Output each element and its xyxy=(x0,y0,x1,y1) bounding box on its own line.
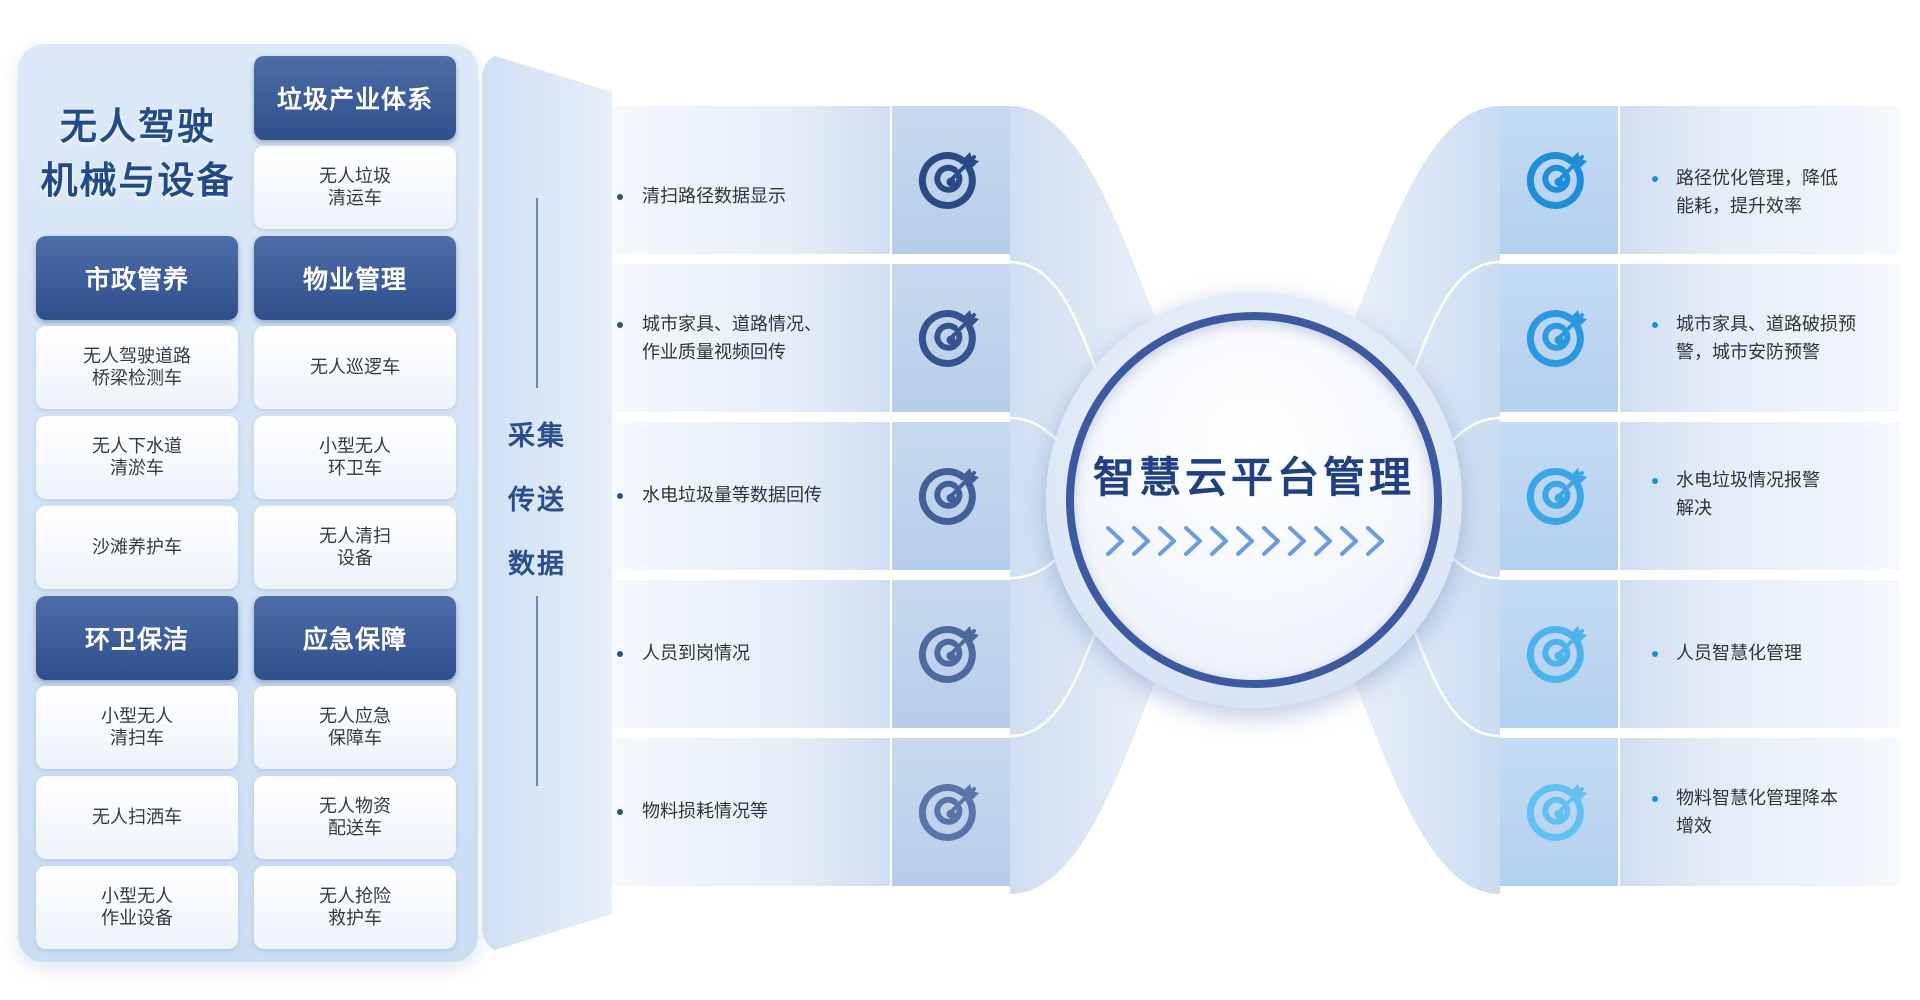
target-icon xyxy=(918,468,979,525)
right-item-text: 物料智慧化管理降本 增效 xyxy=(1676,788,1838,837)
equipment-item: 小型无人 清扫车 xyxy=(36,686,238,769)
panel-title-line2: 机械与设备 xyxy=(40,159,236,202)
bullet-dot xyxy=(617,194,623,200)
chevron-right-icon xyxy=(1106,526,1124,556)
equipment-item: 无人驾驶道路 桥梁检测车 xyxy=(36,326,238,409)
equipment-item: 无人物资 配送车 xyxy=(254,776,456,859)
right-icon-cell-2 xyxy=(1500,264,1618,412)
right-band-4 xyxy=(1620,580,1900,728)
left-icon-cell-1 xyxy=(892,106,1010,254)
right-icon-cell-4 xyxy=(1500,580,1618,728)
chevron-right-icon xyxy=(1366,526,1384,556)
right-icon-cell-5 xyxy=(1500,738,1618,886)
right-icon-cell-3 xyxy=(1500,422,1618,570)
target-icon xyxy=(918,626,979,683)
left-icon-cell-4 xyxy=(892,580,1010,728)
left-band-4 xyxy=(612,580,890,728)
chevron-right-icon xyxy=(1288,526,1306,556)
platform-title: 智慧云平台管理 xyxy=(1092,453,1415,502)
left-band-1 xyxy=(612,106,890,254)
right-band-3 xyxy=(1620,422,1900,570)
chevron-right-icon xyxy=(1314,526,1332,556)
left-item-text: 物料损耗情况等 xyxy=(642,801,768,822)
target-icon xyxy=(1526,468,1587,525)
data-collection-strip xyxy=(482,52,612,954)
collect-divider-top xyxy=(536,198,538,388)
panel-title-line1: 无人驾驶 xyxy=(60,105,216,148)
target-icon xyxy=(918,784,979,841)
bullet-dot xyxy=(1652,651,1658,657)
equipment-item: 无人应急 保障车 xyxy=(254,686,456,769)
bullet-dot xyxy=(617,809,623,815)
target-icon xyxy=(1526,626,1587,683)
equipment-item: 无人扫洒车 xyxy=(36,776,238,859)
left-item-text: 城市家具、道路情况、 作业质量视频回传 xyxy=(642,314,822,363)
category-property-management: 物业管理 xyxy=(254,236,456,320)
bullet-dot xyxy=(617,651,623,657)
category-sanitation-cleaning: 环卫保洁 xyxy=(36,596,238,680)
bullet-dot xyxy=(1652,322,1658,328)
chevron-right-icon xyxy=(1132,526,1150,556)
equipment-item: 无人抢险 救护车 xyxy=(254,866,456,949)
target-icon xyxy=(1526,310,1587,367)
chevron-right-icon xyxy=(1236,526,1254,556)
right-item-text: 城市家具、道路破损预 警，城市安防预警 xyxy=(1676,314,1856,363)
left-band-5 xyxy=(612,738,890,886)
left-item-text: 水电垃圾量等数据回传 xyxy=(642,485,822,506)
left-icon-cell-5 xyxy=(892,738,1010,886)
right-band-2 xyxy=(1620,264,1900,412)
collect-label-line1: 采集 xyxy=(508,421,566,452)
collect-label-line2: 传送 xyxy=(508,485,566,516)
equipment-item: 无人下水道 清淤车 xyxy=(36,416,238,499)
bullet-dot xyxy=(617,322,623,328)
left-icon-cell-3 xyxy=(892,422,1010,570)
bullet-dot xyxy=(617,493,623,499)
equipment-item: 无人清扫 设备 xyxy=(254,506,456,589)
right-band-1 xyxy=(1620,106,1900,254)
equipment-item: 无人巡逻车 xyxy=(254,326,456,409)
bullet-dot xyxy=(1652,478,1658,484)
right-icon-cell-1 xyxy=(1500,106,1618,254)
chevron-right-icon xyxy=(1184,526,1202,556)
bullet-dot xyxy=(1652,176,1658,182)
category-emergency-support: 应急保障 xyxy=(254,596,456,680)
equipment-item: 无人垃圾 清运车 xyxy=(254,146,456,229)
category-garbage-industry: 垃圾产业体系 xyxy=(254,56,456,140)
platform-circle-ring xyxy=(1066,312,1442,688)
chevron-right-icon xyxy=(1262,526,1280,556)
chevron-right-icon xyxy=(1210,526,1228,556)
chevron-right-icon xyxy=(1340,526,1358,556)
equipment-item: 小型无人 环卫车 xyxy=(254,416,456,499)
left-band-2 xyxy=(612,264,890,412)
left-item-text: 人员到岗情况 xyxy=(642,643,750,664)
target-icon xyxy=(918,310,979,367)
chevron-right-icon xyxy=(1158,526,1176,556)
collect-label-line3: 数据 xyxy=(508,549,566,580)
category-municipal-maintenance: 市政管养 xyxy=(36,236,238,320)
bullet-dot xyxy=(1652,796,1658,802)
left-band-3 xyxy=(612,422,890,570)
left-icon-cell-2 xyxy=(892,264,1010,412)
target-icon xyxy=(918,152,979,209)
right-item-text: 水电垃圾情况报警 解决 xyxy=(1676,470,1820,519)
right-item-text: 人员智慧化管理 xyxy=(1676,643,1802,664)
right-band-5 xyxy=(1620,738,1900,886)
equipment-item: 沙滩养护车 xyxy=(36,506,238,589)
right-item-text: 路径优化管理，降低 能耗，提升效率 xyxy=(1676,168,1838,217)
equipment-item: 小型无人 作业设备 xyxy=(36,866,238,949)
collect-divider-bottom xyxy=(536,596,538,786)
left-item-text: 清扫路径数据显示 xyxy=(642,186,786,207)
chevron-row xyxy=(1106,526,1384,556)
target-icon xyxy=(1526,152,1587,209)
target-icon xyxy=(1526,784,1587,841)
